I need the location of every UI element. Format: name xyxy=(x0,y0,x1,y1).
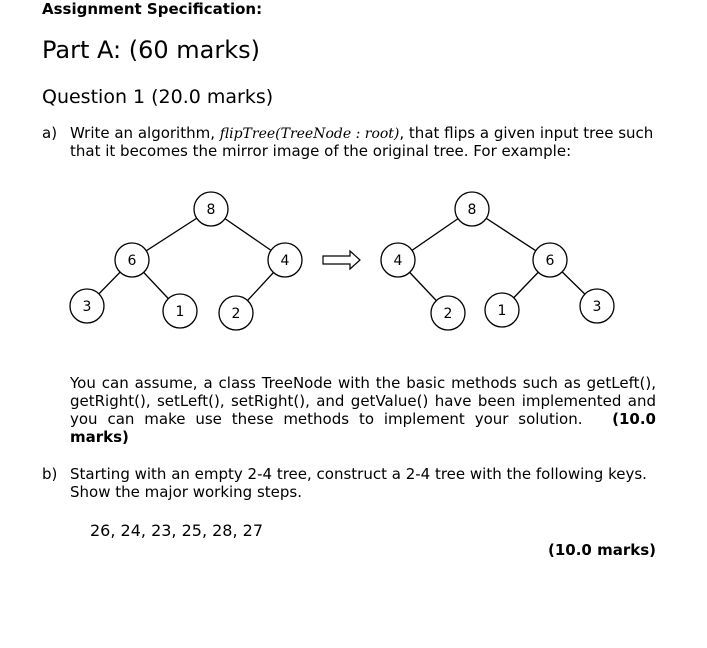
tree-node: 8 xyxy=(454,191,490,227)
svg-text:1: 1 xyxy=(498,303,507,319)
assumption-paragraph: You can assume, a class TreeNode with th… xyxy=(70,374,656,446)
question-a-intro: Write an algorithm, xyxy=(70,124,220,142)
tree-node: 2 xyxy=(218,295,254,331)
question-title: Question 1 (20.0 marks) xyxy=(42,86,274,108)
svg-text:8: 8 xyxy=(207,202,216,218)
tree-node: 4 xyxy=(267,242,303,278)
question-a-marks: (10.0 marks) xyxy=(70,410,656,446)
question-a-label: a) xyxy=(42,124,58,142)
svg-text:3: 3 xyxy=(83,299,92,315)
left-tree: 8 6 4 3 1 2 xyxy=(69,191,303,331)
question-a-line-2: that it becomes the mirror image of the … xyxy=(70,142,572,160)
right-tree: 8 4 6 2 1 3 xyxy=(380,191,615,331)
function-signature: flipTree(TreeNode : root) xyxy=(219,126,400,142)
tree-node: 1 xyxy=(484,292,520,328)
part-title: Part A: (60 marks) xyxy=(42,36,260,64)
svg-text:2: 2 xyxy=(232,306,241,322)
question-b-marks: (10.0 marks) xyxy=(548,541,656,559)
tree-node: 6 xyxy=(532,242,568,278)
svg-text:1: 1 xyxy=(176,304,185,320)
question-a-line-1: Write an algorithm, flipTree(TreeNode : … xyxy=(70,124,653,143)
svg-text:4: 4 xyxy=(394,253,403,269)
tree-flip-diagram: 8 6 4 3 1 2 8 4 6 2 1 3 xyxy=(69,191,615,331)
svg-text:4: 4 xyxy=(281,253,290,269)
arrow-icon xyxy=(322,249,361,271)
tree-node: 1 xyxy=(162,293,198,329)
key-sequence: 26, 24, 23, 25, 28, 27 xyxy=(90,521,264,540)
question-a-intro-end: , that flips a given input tree such xyxy=(399,124,654,142)
svg-text:3: 3 xyxy=(593,299,602,315)
svg-text:8: 8 xyxy=(468,202,477,218)
tree-node: 2 xyxy=(430,295,466,331)
tree-node: 4 xyxy=(380,242,416,278)
svg-text:2: 2 xyxy=(444,306,453,322)
svg-text:6: 6 xyxy=(546,253,555,269)
tree-node: 8 xyxy=(193,191,229,227)
question-b-text: Starting with an empty 2-4 tree, constru… xyxy=(70,465,647,501)
question-b-label: b) xyxy=(42,465,58,483)
assumption-text: You can assume, a class TreeNode with th… xyxy=(70,374,656,428)
tree-node: 6 xyxy=(114,242,150,278)
tree-node: 3 xyxy=(69,288,105,324)
tree-node: 3 xyxy=(579,288,615,324)
svg-text:6: 6 xyxy=(128,253,137,269)
document-heading: Assignment Specification: xyxy=(42,0,263,18)
